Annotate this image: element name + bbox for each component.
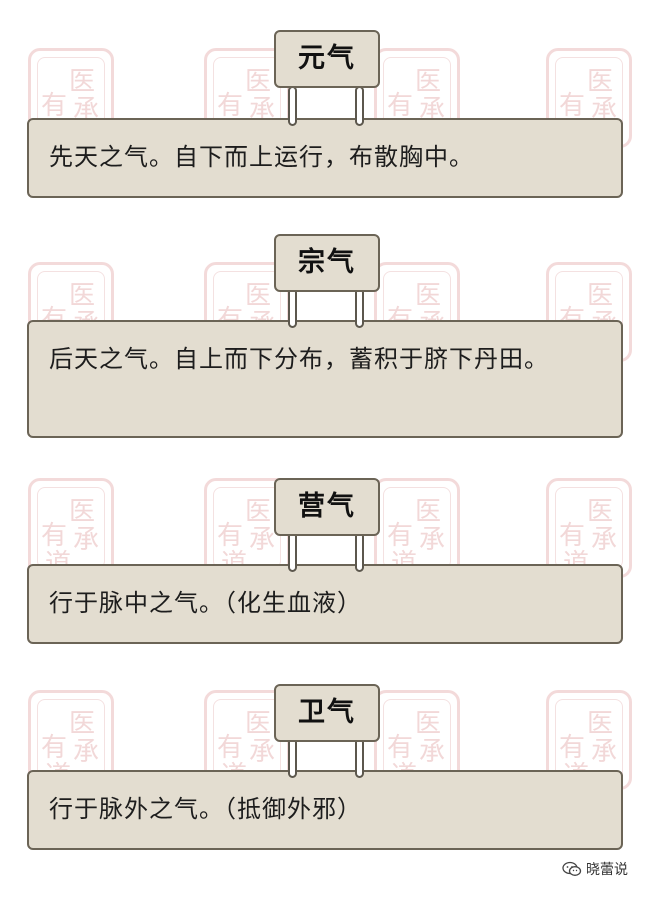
description-text: 行于脉中之气。（化生血液）	[49, 589, 362, 617]
source-footer: 晓蕾说	[562, 859, 628, 879]
description-text: 行于脉外之气。（抵御外邪）	[49, 795, 362, 823]
wechat-icon	[562, 861, 582, 877]
description-box: 行于脉中之气。（化生血液）	[27, 564, 623, 644]
title-label: 元气	[274, 30, 380, 88]
connector-left	[288, 86, 297, 126]
watermark-seal: 医有承道	[546, 478, 632, 578]
source-label: 晓蕾说	[586, 862, 628, 878]
connector-right	[355, 532, 364, 572]
connector-left	[288, 288, 297, 328]
description-text: 后天之气。自上而下分布，蓄积于脐下丹田。	[49, 345, 549, 373]
watermark-seal: 医有承道	[28, 478, 114, 578]
connector-left	[288, 738, 297, 778]
connector-right	[355, 288, 364, 328]
title-label: 卫气	[274, 684, 380, 742]
watermark-seal: 医有承道	[28, 690, 114, 790]
description-box: 先天之气。自下而上运行，布散胸中。	[27, 118, 623, 198]
connector-right	[355, 738, 364, 778]
description-box: 后天之气。自上而下分布，蓄积于脐下丹田。	[27, 320, 623, 438]
description-box: 行于脉外之气。（抵御外邪）	[27, 770, 623, 850]
watermark-seal: 医有承道	[374, 478, 460, 578]
connector-right	[355, 86, 364, 126]
description-text: 先天之气。自下而上运行，布散胸中。	[49, 143, 474, 171]
connector-left	[288, 532, 297, 572]
title-label: 宗气	[274, 234, 380, 292]
title-label: 营气	[274, 478, 380, 536]
